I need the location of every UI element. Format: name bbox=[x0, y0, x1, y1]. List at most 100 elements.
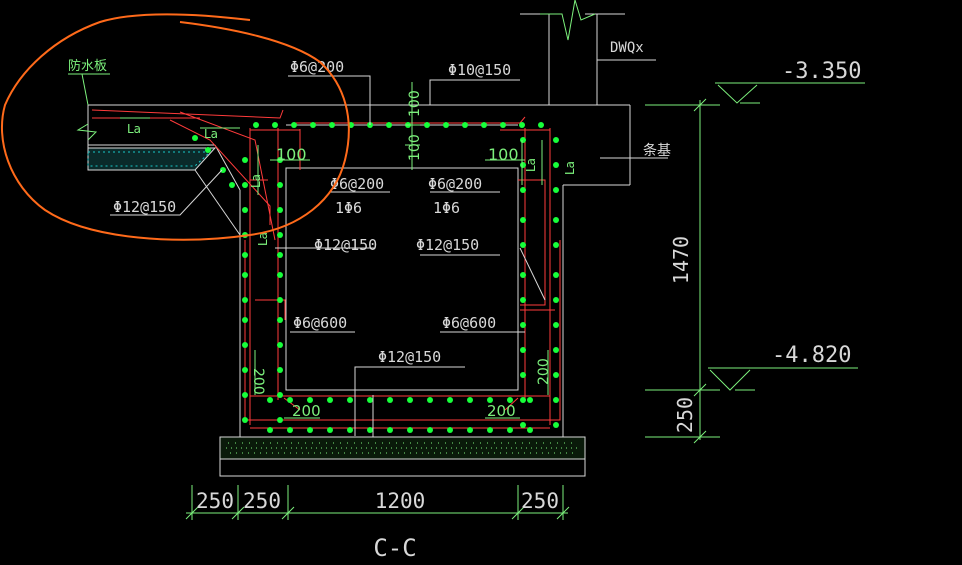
rebar-dot bbox=[500, 122, 506, 128]
slab-break bbox=[76, 123, 98, 141]
dim-top-100: 100 bbox=[407, 90, 423, 117]
rebar-dot bbox=[277, 252, 283, 258]
callout-top-right: Φ10@150 bbox=[448, 61, 511, 79]
rebar-dot bbox=[520, 422, 526, 428]
rebar-dot bbox=[277, 417, 283, 423]
elevation-top: -3.350 bbox=[782, 59, 861, 84]
rebar-dot bbox=[242, 367, 248, 373]
dim-height-1470: 1470 bbox=[669, 236, 693, 284]
rebar-dot bbox=[520, 372, 526, 378]
rebar-dot bbox=[242, 392, 248, 398]
dim-200-right-bottom: 200 bbox=[487, 402, 516, 420]
dim-base-250: 250 bbox=[673, 397, 697, 433]
rebar-dot bbox=[242, 272, 248, 278]
rebar-dot bbox=[310, 122, 316, 128]
haunch-line-2 bbox=[194, 169, 241, 236]
rebar-dot bbox=[520, 242, 526, 248]
rebar-dot bbox=[242, 342, 248, 348]
base-cushion bbox=[219, 436, 586, 477]
rebar-dot bbox=[553, 137, 559, 143]
cushion-layer bbox=[87, 147, 217, 171]
rebar-dot bbox=[242, 182, 248, 188]
wall-tag: DWQx bbox=[610, 40, 644, 56]
rebar-dot bbox=[520, 187, 526, 193]
rebar-dot bbox=[467, 397, 473, 403]
rebar-dot bbox=[462, 122, 468, 128]
rebar-dot bbox=[291, 122, 297, 128]
waterproof-board-label: 防水板 bbox=[68, 58, 107, 74]
callout-bottom: Φ12@150 bbox=[378, 348, 441, 366]
leader-lines bbox=[110, 75, 668, 437]
rebar-dot bbox=[553, 322, 559, 328]
elevation-bottom: -4.820 bbox=[772, 343, 851, 368]
rebar-dot bbox=[507, 427, 513, 433]
la-label-2: La bbox=[204, 127, 218, 141]
internal-dims bbox=[254, 82, 549, 419]
rebar-dot bbox=[387, 397, 393, 403]
callout-top-left: Φ6@200 bbox=[290, 58, 344, 76]
callout-mid-right-a: Φ6@200 bbox=[428, 175, 482, 193]
rebar-dot bbox=[267, 427, 273, 433]
la-label-5: La bbox=[524, 158, 538, 172]
rebar-dot bbox=[242, 207, 248, 213]
rebar-dot bbox=[327, 427, 333, 433]
rebar-dot bbox=[443, 122, 449, 128]
rebar-dot bbox=[519, 122, 525, 128]
rebar-dot bbox=[553, 422, 559, 428]
rebar-dot bbox=[553, 217, 559, 223]
rebar-dot bbox=[277, 317, 283, 323]
rebar-dot bbox=[367, 397, 373, 403]
rebar-dot bbox=[520, 322, 526, 328]
rebar-dot bbox=[487, 397, 493, 403]
rebar-dot bbox=[277, 232, 283, 238]
callout-mid-left-a: Φ6@200 bbox=[330, 175, 384, 193]
rebar-dot bbox=[520, 137, 526, 143]
rebar-dot bbox=[307, 427, 313, 433]
rebar-dot bbox=[407, 397, 413, 403]
dim-right-100: 100 bbox=[488, 145, 519, 164]
rebar-dot bbox=[553, 187, 559, 193]
rebar-dot bbox=[277, 367, 283, 373]
rebar-dot bbox=[277, 297, 283, 303]
rebar-dot bbox=[367, 427, 373, 433]
rebar-dot bbox=[242, 252, 248, 258]
dim-mid-100: 100 bbox=[407, 134, 423, 161]
rebar-dot bbox=[327, 397, 333, 403]
rebar-dot bbox=[272, 122, 278, 128]
elevation-marks bbox=[645, 82, 865, 444]
rebar-dot bbox=[427, 397, 433, 403]
rebar-dot bbox=[277, 272, 283, 278]
callout-mid-left-b: 1Φ6 bbox=[335, 199, 362, 217]
rebar-dot bbox=[520, 217, 526, 223]
rebar-dot bbox=[520, 397, 526, 403]
rebar-dot bbox=[387, 427, 393, 433]
dim-200-left-bottom: 200 bbox=[292, 402, 321, 420]
dim-bottom-250-a: 250 bbox=[196, 489, 234, 513]
rebar-dot bbox=[242, 317, 248, 323]
rebar-dot bbox=[481, 122, 487, 128]
callout-wall-left: Φ12@150 bbox=[314, 236, 377, 254]
rebar-dot bbox=[277, 392, 283, 398]
rebar-dot bbox=[553, 397, 559, 403]
rebar-dot bbox=[277, 207, 283, 213]
rebar-dot bbox=[205, 147, 211, 153]
rebar-dot bbox=[347, 427, 353, 433]
rebar-dot bbox=[553, 162, 559, 168]
rebar-dot bbox=[277, 342, 283, 348]
rebar-dot bbox=[253, 122, 259, 128]
rebar-dot bbox=[447, 427, 453, 433]
rebar-dot bbox=[242, 157, 248, 163]
callout-tie-right: Φ6@600 bbox=[442, 314, 496, 332]
rebar-dot bbox=[553, 242, 559, 248]
la-label-1: La bbox=[127, 122, 141, 136]
rebar-dots bbox=[192, 122, 559, 433]
la-label-6: La bbox=[563, 161, 577, 175]
callout-slab-left: Φ12@150 bbox=[113, 198, 176, 216]
rebar-dot bbox=[467, 427, 473, 433]
dim-bottom-250-c: 250 bbox=[521, 489, 559, 513]
rebar-dot bbox=[277, 182, 283, 188]
rebar-dot bbox=[386, 122, 392, 128]
markup-circle bbox=[1, 13, 350, 241]
rebar-dot bbox=[520, 347, 526, 353]
